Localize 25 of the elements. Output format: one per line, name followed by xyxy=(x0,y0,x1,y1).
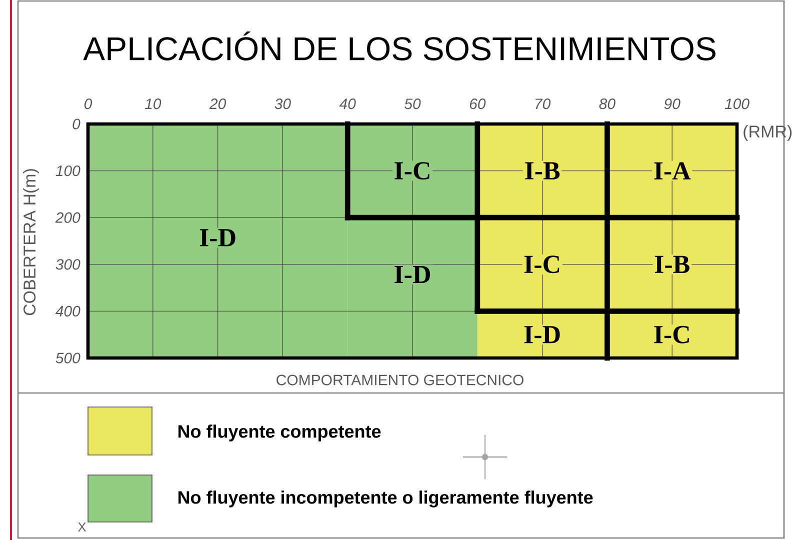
tick-label: 20 xyxy=(209,98,226,110)
legend-label: No fluyente competente xyxy=(178,424,381,442)
node-label: I-D xyxy=(200,229,236,246)
zone-box: I-C xyxy=(347,124,478,218)
tick-label: 50 xyxy=(404,98,421,110)
tick-label: 10 xyxy=(144,98,162,110)
zone-box: I-D xyxy=(347,217,478,358)
tick-label: 0 xyxy=(84,98,92,110)
tick-label: 0 xyxy=(72,118,80,130)
tick-label: 500 xyxy=(56,352,80,364)
tick-label: 70 xyxy=(536,98,551,110)
axis-title: COMPORTAMIENTO GEOTECNICO xyxy=(276,374,524,386)
zone-box: I-B xyxy=(477,124,608,218)
axis-title: COBERTERA H(m) xyxy=(23,169,39,316)
tick-label: 60 xyxy=(470,98,486,110)
axis-marker: X xyxy=(78,522,86,532)
tick-label: 100 xyxy=(724,98,750,110)
node-label: I-D xyxy=(394,266,430,284)
tick-label: 80 xyxy=(599,98,616,110)
tick-label: 90 xyxy=(664,98,680,110)
legend-label: No fluyente incompetente o ligeramente fluyente xyxy=(178,490,593,508)
tick-label: 40 xyxy=(339,98,356,110)
tick-label: 30 xyxy=(274,98,291,110)
zone-box: I-A xyxy=(606,124,738,218)
title: APLICACIÓN DE LOS SOSTENIMIENTOS xyxy=(83,32,716,60)
